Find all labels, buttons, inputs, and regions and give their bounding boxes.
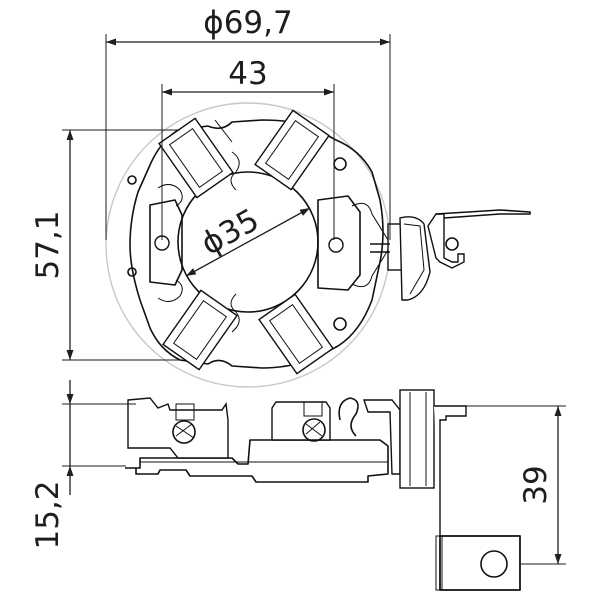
dimension-inner-diameter: ϕ35 [185, 202, 311, 277]
height-57-label: 57,1 [30, 210, 66, 279]
right-rivet [328, 237, 344, 253]
side-connector [370, 209, 531, 301]
side-right-screw-thread [305, 421, 323, 437]
height-15-label: 15,2 [30, 480, 66, 549]
wire-upper [351, 202, 389, 241]
dimension-outer-diameter: ϕ69,7 [105, 5, 391, 240]
spring-left-bottom [157, 279, 183, 302]
side-right-tab [303, 401, 323, 417]
right-bracket [317, 195, 361, 291]
height-39-label: 39 [518, 465, 554, 504]
dimension-width-43: 43 [161, 56, 335, 240]
spring-hole-4 [127, 267, 137, 277]
dimension-height-39: 39 [466, 405, 566, 565]
side-left-block [127, 397, 229, 459]
side-left-screw [172, 420, 196, 444]
side-base [125, 439, 389, 483]
side-connector [363, 389, 521, 591]
plate-outline [129, 119, 384, 369]
width-43-label: 43 [228, 56, 267, 92]
brush-box-bottom-right [258, 293, 334, 375]
side-left-tab [175, 403, 195, 421]
dimension-height-15: 15,2 [30, 380, 136, 550]
dimension-height-57: 57,1 [30, 129, 180, 361]
spring-top [230, 151, 240, 191]
spring-left-top [157, 184, 183, 207]
brush-box-top-right [254, 109, 330, 191]
spring-bottom [230, 293, 240, 333]
inner-diameter-label: ϕ35 [195, 202, 265, 263]
side-right-block [271, 401, 331, 441]
top-view [105, 102, 531, 388]
brush-box-top-left [158, 117, 234, 199]
side-right-screw [302, 418, 326, 442]
left-bracket [149, 199, 183, 286]
spring-hole-1 [333, 157, 347, 171]
side-spring [338, 397, 359, 437]
spring-hole-2 [333, 317, 347, 331]
brush-box-bottom-left [162, 289, 238, 371]
spring-hole-3 [127, 175, 137, 185]
wire-lower [351, 249, 389, 288]
outer-diameter-label: ϕ69,7 [203, 5, 292, 41]
terminal-hole [480, 550, 508, 578]
side-left-screw-thread [175, 423, 195, 439]
side-view [125, 389, 521, 591]
